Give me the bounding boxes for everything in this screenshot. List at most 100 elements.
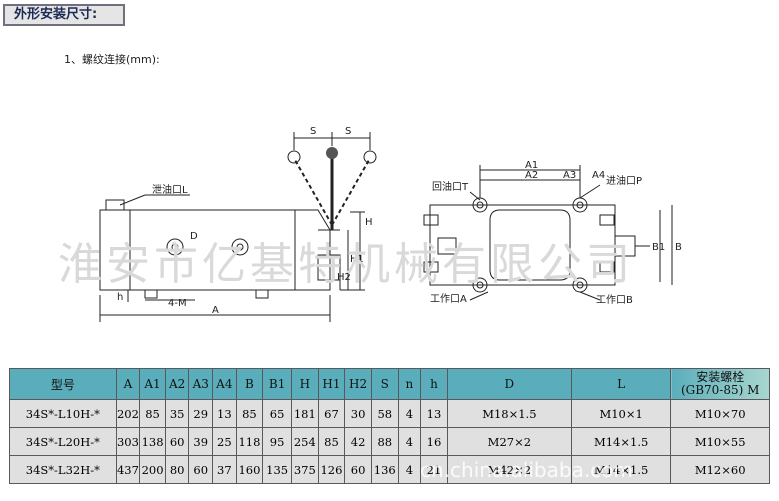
watermark: 淮安市亿基特机械有限公司	[58, 239, 634, 290]
col-header: H	[290, 368, 319, 400]
col-header-model: 型号	[9, 368, 117, 400]
col-header: A1	[139, 368, 166, 400]
table-cell: 88	[370, 427, 399, 456]
subtitle: 1、螺纹连接(mm):	[64, 53, 160, 66]
table-cell: 16	[420, 427, 448, 456]
table-cell: 80	[164, 455, 190, 484]
inlet-port-label: 进油口P	[606, 174, 642, 187]
table-cell: 37	[212, 455, 237, 484]
col-header: B1	[262, 368, 292, 400]
b-dim-label: B	[675, 242, 682, 253]
table-cell: 42	[344, 427, 372, 456]
table-cell: 375	[290, 455, 319, 484]
table-cell: M14×1.5	[570, 427, 672, 456]
table-cell: 30	[344, 399, 372, 428]
work-port-b-label: 工作口B	[596, 294, 633, 306]
col-header: n	[397, 368, 422, 400]
table-cell: M10×70	[670, 399, 770, 428]
table-cell: 60	[188, 455, 214, 484]
table-cell: 303	[115, 427, 141, 456]
table-header-row: 型号 A A1 A2 A3 A4 B B1 H H1 H2 S n h D L …	[9, 368, 770, 400]
col-header: A2	[164, 368, 190, 400]
table-cell: M14×1.5	[570, 455, 672, 484]
return-port-label: 回油口T	[432, 180, 469, 193]
table-cell: 4	[397, 455, 422, 484]
port-circle	[166, 238, 184, 256]
table-cell: M42×2	[446, 455, 572, 484]
s-dim-label: S	[345, 126, 351, 137]
table-cell: 60	[344, 455, 372, 484]
table-cell: 181	[290, 399, 319, 428]
table-cell: 39	[188, 427, 214, 456]
b1-dim-label: B1	[652, 242, 665, 253]
col-header: D	[446, 368, 572, 400]
col-header: S	[370, 368, 399, 400]
bolt-header-line2: (GB70-85) M	[680, 383, 760, 397]
col-header: B	[235, 368, 264, 400]
model-cell: 34S*-L20H-*	[9, 427, 117, 456]
table-cell: M10×1	[570, 399, 672, 428]
table-cell: 437	[115, 455, 141, 484]
table-cell: M10×55	[670, 427, 770, 456]
table-cell: 135	[262, 455, 292, 484]
port-circle	[231, 238, 249, 256]
table-cell: M27×2	[446, 427, 572, 456]
table-cell: 25	[212, 427, 237, 456]
h-small-dim-label: h	[117, 292, 123, 303]
col-header: A3	[188, 368, 214, 400]
work-port-a-label: 工作口A	[430, 293, 467, 305]
table-cell: 85	[139, 399, 166, 428]
valve-drawing: 泄油口L S S D H H1 H2 h 4-M A 回油口T 进油口P A1 …	[99, 126, 682, 322]
a2-dim-label: A2	[525, 170, 538, 181]
col-header: A	[115, 368, 141, 400]
table-cell: 118	[235, 427, 264, 456]
model-cell: 34S*-L32H-*	[9, 455, 117, 484]
drain-port-label: 泄油口L	[152, 183, 188, 196]
col-header-bolt: 安装螺栓 (GB70-85) M	[670, 368, 770, 400]
table-cell: 85	[235, 399, 264, 428]
table-cell: M12×60	[670, 455, 770, 484]
table-cell: 95	[262, 427, 292, 456]
valve-body-side	[99, 209, 296, 291]
table-cell: 254	[290, 427, 319, 456]
spec-table: 型号 A A1 A2 A3 A4 B B1 H H1 H2 S n h D L …	[9, 368, 770, 484]
table-cell: 35	[164, 399, 190, 428]
table-cell: 13	[212, 399, 237, 428]
table-cell: 13	[420, 399, 448, 428]
table-cell: 202	[115, 399, 141, 428]
table-cell: 4	[397, 399, 422, 428]
a4-dim-label: A4	[592, 170, 605, 181]
four-m-label: 4-M	[168, 298, 187, 309]
table-cell: 29	[188, 399, 214, 428]
col-header: L	[570, 368, 672, 400]
table-cell: 160	[235, 455, 264, 484]
h1-dim-label: H1	[350, 254, 364, 265]
table-cell: 60	[164, 427, 190, 456]
h2-dim-label: H2	[337, 272, 351, 283]
h-dim-label: H	[365, 217, 373, 228]
d-dim-label: D	[190, 231, 198, 242]
col-header: h	[420, 368, 448, 400]
table-cell: 58	[370, 399, 399, 428]
table-cell: 126	[317, 455, 346, 484]
model-cell: 34S*-L10H-*	[9, 399, 117, 428]
table-cell: 138	[139, 427, 166, 456]
table-cell: M18×1.5	[446, 399, 572, 428]
col-header: H2	[344, 368, 372, 400]
table-cell: 85	[317, 427, 346, 456]
col-header: H1	[317, 368, 346, 400]
bolt-header-line1: 安装螺栓	[696, 370, 745, 384]
table-cell: 136	[370, 455, 399, 484]
table-cell: 65	[262, 399, 292, 428]
a-dim-label: A	[212, 305, 219, 316]
table-cell: 4	[397, 427, 422, 456]
table-cell: 67	[317, 399, 346, 428]
a3-dim-label: A3	[563, 170, 576, 181]
table-cell: 200	[139, 455, 166, 484]
s-dim-label: S	[310, 126, 316, 137]
a1-dim-label: A1	[525, 160, 538, 171]
section-title: 外形安装尺寸:	[3, 4, 125, 26]
